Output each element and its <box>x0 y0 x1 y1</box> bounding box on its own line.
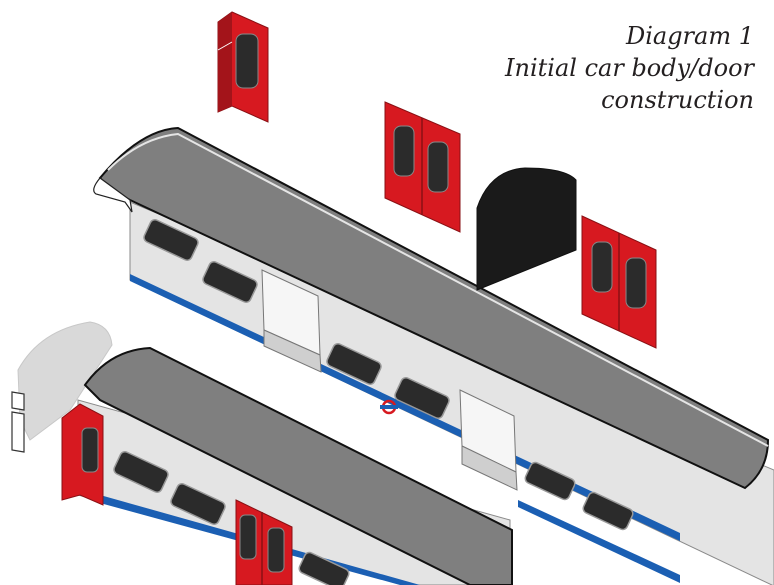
diagram-caption: Diagram 1 Initial car body/door construc… <box>394 20 754 116</box>
lower-end-door-window <box>82 428 98 472</box>
gangway-part <box>477 168 576 290</box>
double-door-part-2 <box>582 216 656 348</box>
caption-line-1: Diagram 1 <box>394 20 754 52</box>
single-door-part <box>218 12 268 122</box>
double-door-part-1 <box>385 102 460 232</box>
caption-line-2: Initial car body/door <box>394 52 754 84</box>
lower-car-end-bracket <box>12 392 24 452</box>
lower-door-window <box>240 515 256 559</box>
lower-door-window <box>268 528 284 572</box>
caption-line-3: construction <box>394 84 754 116</box>
